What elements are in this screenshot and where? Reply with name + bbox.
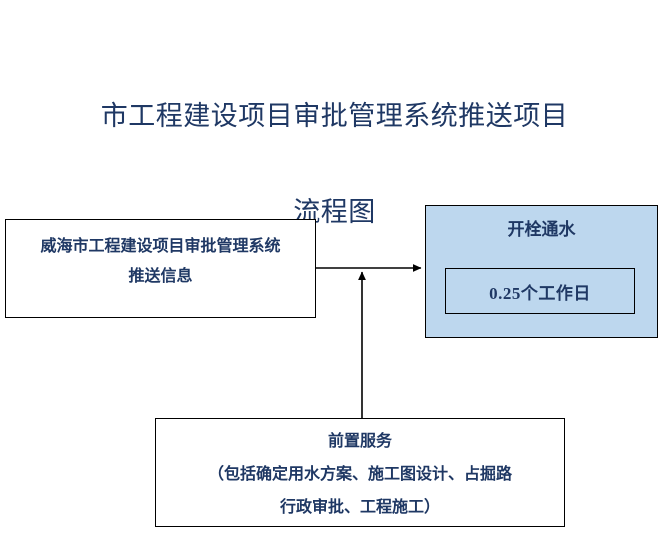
node-source-line-1: 威海市工程建设项目审批管理系统 <box>40 238 281 255</box>
page-title-line-1: 市工程建设项目审批管理系统推送项目 <box>100 101 569 131</box>
node-prerequisite-line-3: 行政审批、工程施工） <box>279 499 440 516</box>
node-source-push-info[interactable]: 威海市工程建设项目审批管理系统 推送信息 <box>5 219 316 318</box>
node-target-open-valve[interactable]: 开栓通水 0.25个工作日 <box>425 205 658 338</box>
node-target-duration-text: 0.25个工作日 <box>489 283 591 303</box>
node-target-header: 开栓通水 <box>507 220 576 239</box>
node-prerequisite-line-1: 前置服务 <box>327 433 392 450</box>
node-source-line-2: 推送信息 <box>128 268 193 285</box>
node-target-duration-box[interactable]: 0.25个工作日 <box>445 268 635 314</box>
node-prerequisite-service[interactable]: 前置服务 （包括确定用水方案、施工图设计、占掘路 行政审批、工程施工） <box>155 418 565 527</box>
page-title: 市工程建设项目审批管理系统推送项目 流程图 <box>0 44 669 236</box>
node-prerequisite-line-2: （包括确定用水方案、施工图设计、占掘路 <box>207 466 512 483</box>
